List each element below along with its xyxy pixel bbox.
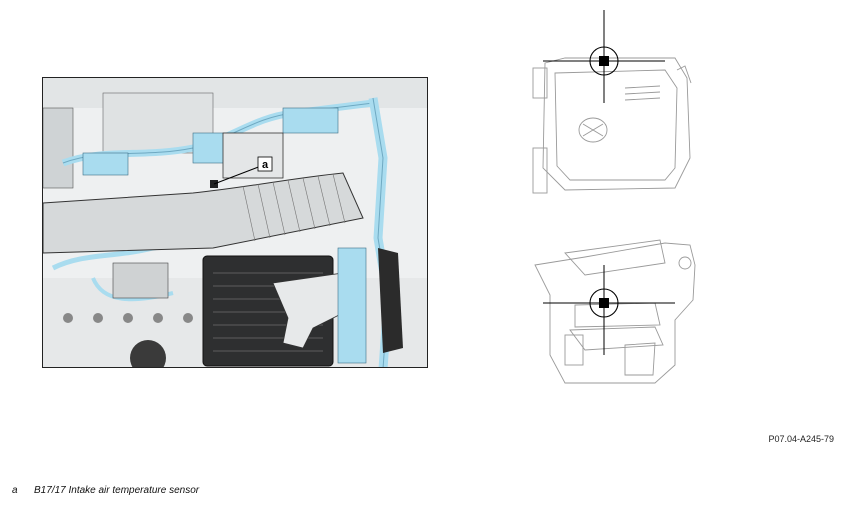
callout-label: a: [262, 159, 269, 171]
legend-text: B17/17 Intake air temperature sensor: [34, 485, 200, 496]
legend-row: a B17/17 Intake air temperature sensor: [12, 485, 199, 496]
legend-key: a: [12, 485, 18, 496]
figure-code: P07.04-A245-79: [768, 434, 834, 444]
locator-front-view: [525, 235, 715, 385]
main-engine-illustration: a: [42, 77, 428, 368]
locator-top-view: [525, 8, 695, 198]
